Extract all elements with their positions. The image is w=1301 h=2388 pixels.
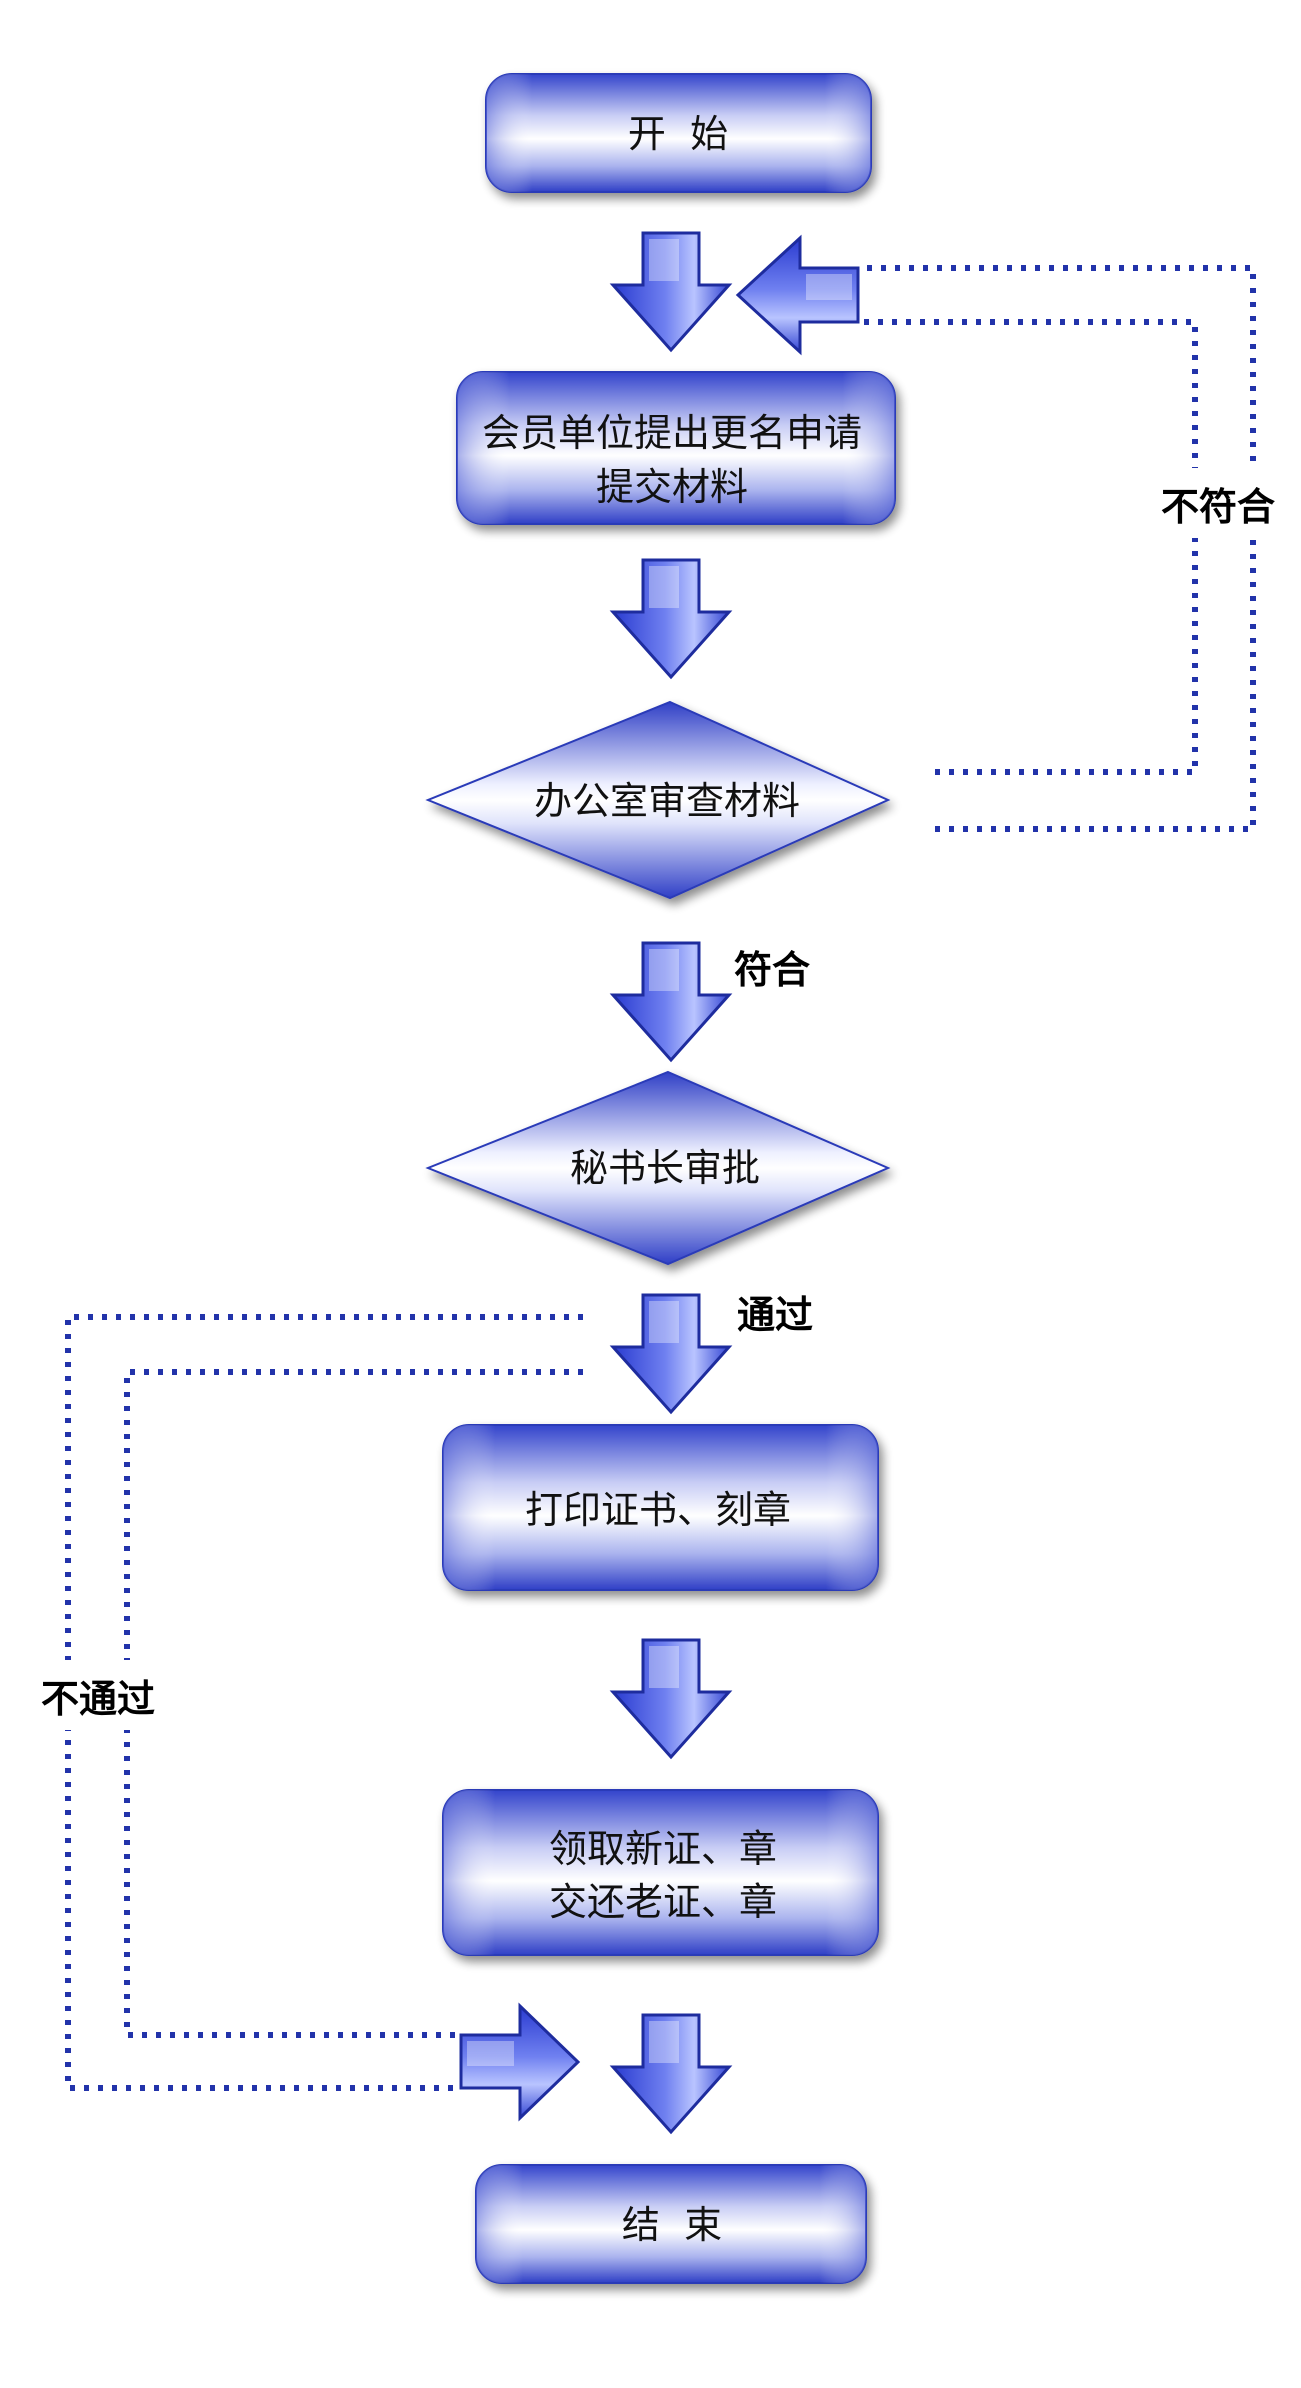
arrow-down-icon: [611, 2013, 731, 2134]
approve-node: [425, 1070, 891, 1266]
apply-node: [456, 371, 896, 525]
edge-label-conform: 符合: [734, 948, 810, 992]
edge-label-not-pass: 不通过: [41, 1677, 155, 1721]
arrow-down-icon: [611, 1293, 731, 1414]
print-node: [442, 1424, 879, 1591]
collect-node: [442, 1789, 879, 1956]
end-node: [475, 2164, 867, 2284]
arrow-down-icon: [611, 231, 731, 352]
dotted-line-outer: [863, 265, 1256, 832]
collect-label-line1: 领取新证、章: [549, 1827, 777, 1871]
approve-label: 秘书长审批: [570, 1146, 760, 1190]
arrow-right-icon: [459, 2002, 581, 2122]
feedback-loop-not-conform: 不符合: [863, 265, 1290, 832]
review-node: [425, 700, 891, 900]
apply-label-line1: 会员单位提出更名申请: [482, 411, 862, 455]
apply-label-line2: 提交材料: [596, 465, 748, 509]
arrow-down-icon: [611, 558, 731, 679]
review-label: 办公室审查材料: [534, 779, 800, 823]
edge-label-not-conform: 不符合: [1161, 485, 1275, 529]
feedback-loop-not-pass: 不通过: [30, 1314, 583, 2091]
arrow-down-icon: [611, 1638, 731, 1759]
start-node: [485, 73, 872, 193]
print-label: 打印证书、刻章: [525, 1488, 791, 1532]
dotted-line-inner: [863, 319, 1198, 775]
end-label: 结 束: [622, 2203, 722, 2247]
edge-label-pass: 通过: [737, 1293, 813, 1337]
arrow-left-icon: [735, 234, 860, 356]
arrow-down-icon: [611, 941, 731, 1062]
collect-label-line2: 交还老证、章: [549, 1880, 777, 1924]
start-label: 开 始: [628, 112, 728, 156]
